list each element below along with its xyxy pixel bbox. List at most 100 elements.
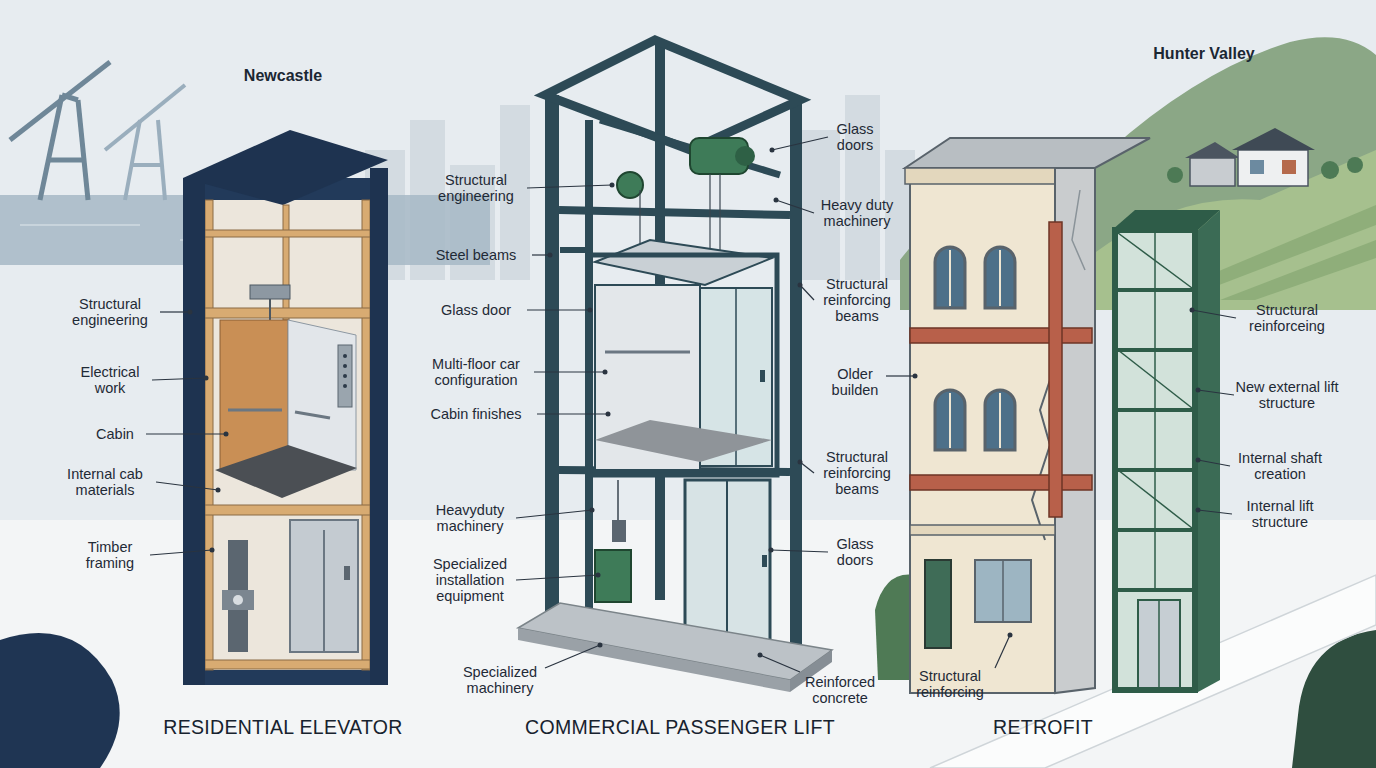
commercial-lift [709, 174, 710, 255]
leader-dot [548, 253, 553, 258]
leader-dot [770, 148, 775, 153]
leader-line [146, 433, 226, 434]
leader-line [516, 510, 592, 518]
external-lift-tower [1154, 230, 1156, 590]
callout-label: Structural reinforcing beams [815, 276, 900, 325]
hunter-valley-hills [1250, 160, 1264, 174]
commercial-lift [559, 210, 790, 215]
leader-line [152, 378, 206, 380]
leader-dot [913, 374, 918, 379]
harbour-scene [105, 85, 185, 200]
commercial-lift [560, 247, 585, 253]
external-lift-tower [1158, 600, 1160, 688]
leader-dot [188, 310, 193, 315]
callout-label: Internal shaft creation [1230, 450, 1330, 482]
residential-elevator [269, 299, 271, 320]
leader-line [150, 550, 212, 555]
hunter-valley-hills [1185, 142, 1240, 158]
leader-line [1192, 310, 1236, 318]
leader-dot [188, 148, 1201, 658]
residential-elevator [323, 530, 325, 652]
harbour-scene [10, 62, 110, 140]
residential-elevator [343, 374, 347, 378]
residential-elevator [250, 285, 290, 299]
residential-elevator [205, 660, 370, 669]
retrofit-building [935, 390, 965, 450]
leader-dot [216, 488, 221, 493]
commercial-lift [685, 480, 770, 645]
callout-label: Glass doors [830, 536, 880, 568]
residential-elevator [295, 412, 330, 418]
retrofit-building [949, 250, 951, 306]
leader-dot [204, 376, 209, 381]
callout-label: Timber framing [73, 539, 148, 571]
callout-label: Internal cab materials [55, 466, 155, 498]
retrofit-building [975, 560, 1031, 622]
harbour-scene [158, 120, 165, 200]
callout-label: Structural engineering [60, 296, 160, 328]
harbour-scene [78, 100, 88, 200]
residential-elevator [362, 200, 370, 670]
leader-line [800, 285, 814, 300]
residential-elevator [233, 595, 243, 605]
hunter-valley-hills [1167, 167, 1183, 183]
residential-elevator [283, 205, 289, 320]
callout-label: Structural reinforcing [903, 668, 998, 700]
leader-dot [588, 308, 593, 313]
callout-label: Structural engineering [426, 172, 526, 204]
retrofit-building [935, 247, 1015, 450]
harbour-scene [48, 158, 85, 163]
callout-label: Cabin [85, 426, 145, 442]
retrofit-building [1002, 560, 1004, 622]
leader-dot [210, 548, 215, 553]
leader-line [771, 550, 828, 552]
commercial-lift [760, 370, 765, 382]
hunter-valley-hills [1282, 160, 1296, 174]
retrofit-building [999, 250, 1001, 306]
hunter-valley-hills [1232, 128, 1315, 150]
residential-elevator [183, 130, 388, 685]
residential-elevator [338, 345, 352, 407]
commercial-lift [595, 240, 772, 285]
retrofit-building [910, 328, 1092, 343]
commercial-lift [545, 40, 800, 150]
panel-title: RETROFIT [933, 717, 1153, 739]
leader-dot [590, 508, 595, 513]
external-lift-tower [1198, 210, 1220, 692]
harbour-scene [10, 62, 110, 200]
callout-label: Heavy duty machinery [815, 197, 900, 229]
leader-dot [598, 643, 603, 648]
leader-dot [774, 198, 779, 203]
residential-elevator [183, 130, 388, 205]
residential-elevator [344, 566, 350, 580]
leader-line [146, 137, 1236, 672]
retrofit-building [949, 393, 951, 448]
commercial-lift [518, 628, 790, 692]
commercial-lift [612, 520, 626, 542]
residential-elevator [290, 520, 358, 652]
commercial-lift [790, 100, 802, 660]
retrofit-building [950, 250, 1000, 448]
hunter-valley-hills [1238, 150, 1308, 186]
callout-label: Internal lift structure [1233, 498, 1328, 530]
leader-line [995, 635, 1010, 668]
callout-label: Glass door [426, 302, 526, 318]
residential-elevator [205, 200, 370, 670]
residential-elevator [183, 178, 205, 685]
commercial-lift [617, 172, 643, 198]
callout-label: Older builden [825, 366, 885, 398]
commercial-lift [595, 550, 631, 602]
callout-label: Reinforced concrete [798, 674, 883, 706]
harbour-scene [20, 224, 140, 226]
leader-line [156, 482, 218, 490]
leader-dot [606, 412, 611, 417]
panel-title: COMMERCIAL PASSENGER LIFT [470, 717, 890, 739]
leader-line [1198, 510, 1232, 514]
residential-elevator [343, 384, 347, 388]
leader-line [527, 185, 612, 188]
leader-dot [1196, 458, 1201, 463]
residential-elevator [205, 200, 370, 670]
